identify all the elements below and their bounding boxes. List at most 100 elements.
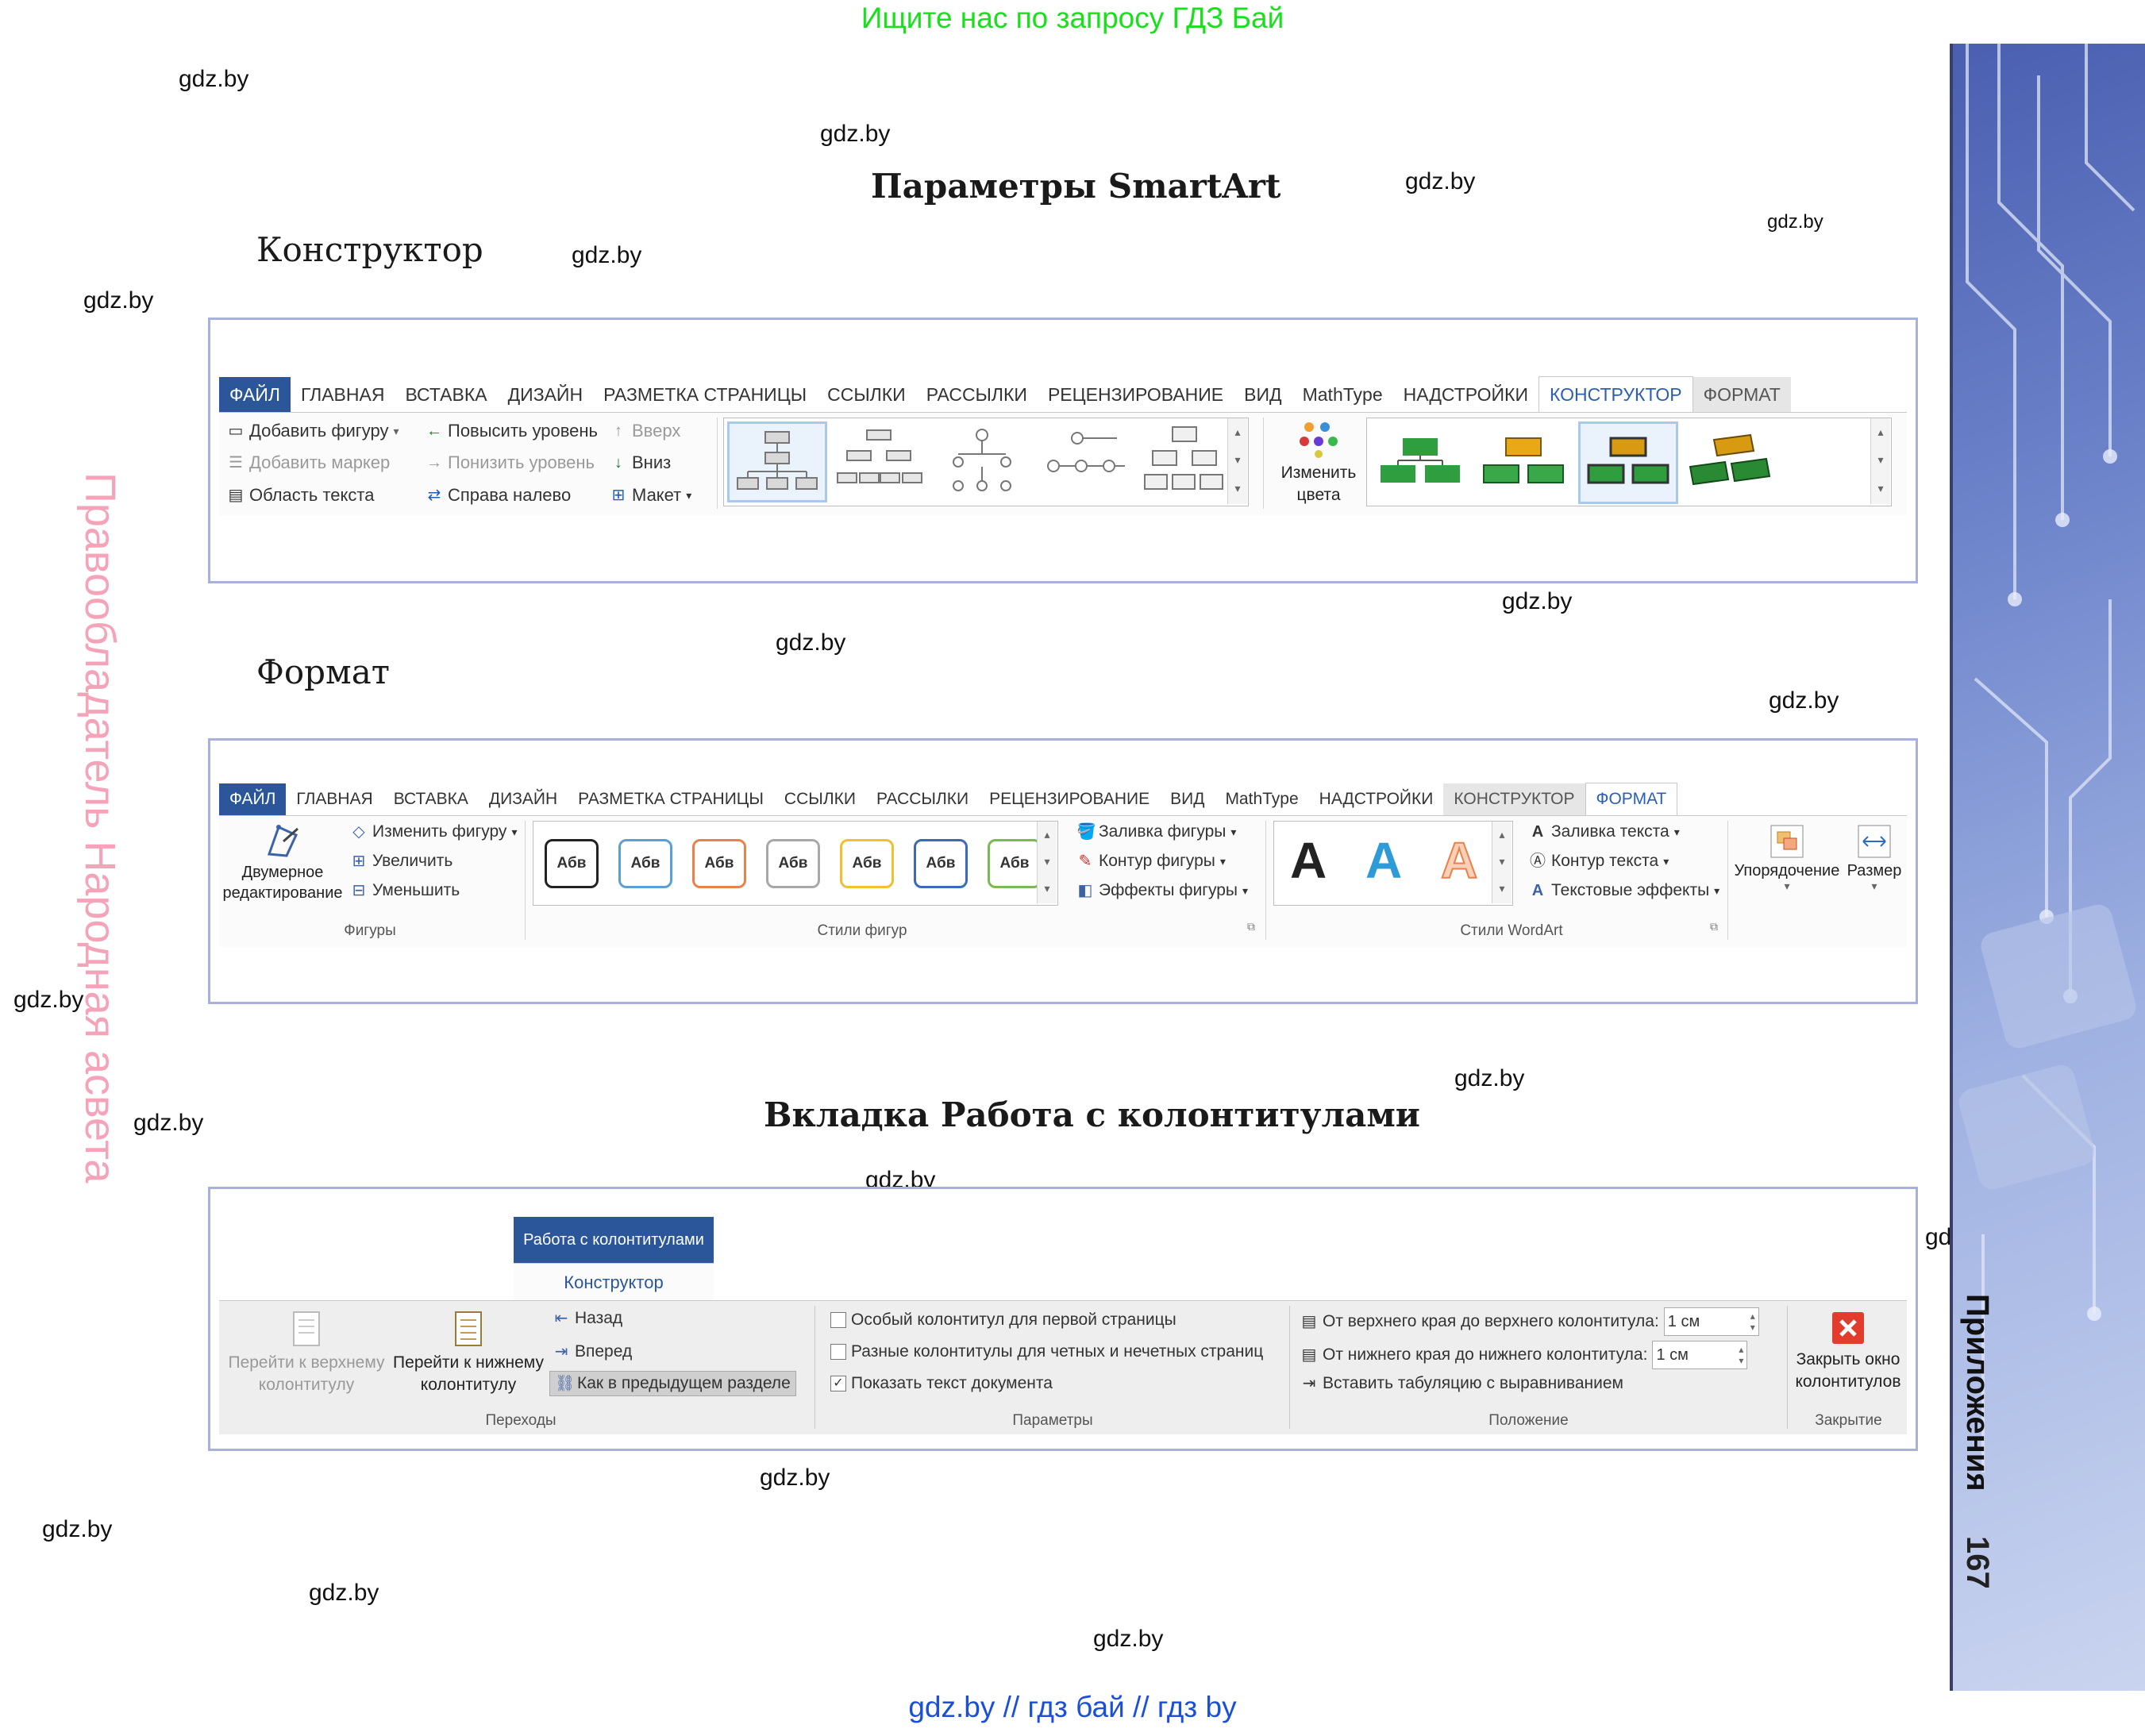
tab-addins[interactable]: НАДСТРОЙКИ [1403,384,1528,405]
size-button[interactable]: Размер ▾ [1847,824,1902,893]
scroll-down-icon[interactable]: ▾ [1234,454,1241,468]
footer-from-bottom-field[interactable]: ▤От нижнего края до нижнего колонтитула:… [1300,1341,1748,1369]
tab-design[interactable]: ДИЗАЙН [507,384,583,405]
scroll-up-icon[interactable]: ▴ [1877,425,1884,439]
shape-style-orange[interactable]: Абв [692,839,746,888]
shape-style-gold[interactable]: Абв [840,839,894,888]
layout-org-chart[interactable] [727,421,827,502]
scroll-up-icon[interactable]: ▴ [1234,425,1241,439]
footer-distance-spinner[interactable]: 1 см▴▾ [1652,1341,1748,1369]
tab-home[interactable]: ГЛАВНАЯ [296,790,373,808]
header-from-top-field[interactable]: ▤От верхнего края до верхнего колонтитул… [1300,1307,1759,1336]
tab-page-layout[interactable]: РАЗМЕТКА СТРАНИЦЫ [578,790,764,808]
gallery-scrollbar[interactable]: ▴ ▾ ▾ [1492,822,1512,903]
next-button[interactable]: ⇥Вперед [553,1342,633,1361]
layout-circle-hierarchy[interactable] [934,421,1030,499]
shape-style-dark-blue[interactable]: Абв [914,839,968,888]
tab-addins[interactable]: НАДСТРОЙКИ [1319,790,1434,808]
tab-view[interactable]: ВИД [1170,790,1205,808]
tab-insert[interactable]: ВСТАВКА [393,790,468,808]
dialog-launcher-icon[interactable]: ⧉ [1247,921,1255,933]
tab-file[interactable]: ФАЙЛ [219,377,291,412]
tab-references[interactable]: ССЫЛКИ [784,790,856,808]
tab-smartart-format[interactable]: ФОРМАТ [1585,783,1678,815]
dialog-launcher-icon[interactable]: ⧉ [1710,921,1718,933]
wordart-style-plain[interactable]: A [1290,832,1327,889]
wordart-style-outline[interactable]: A [1440,831,1478,890]
tab-review[interactable]: РЕЦЕНЗИРОВАНИЕ [989,790,1150,808]
tab-smartart-design[interactable]: КОНСТРУКТОР [1443,783,1585,815]
text-pane-button[interactable]: ▤Область текста [228,485,375,505]
change-shape-button[interactable]: ◇Изменить фигуру▾ [350,822,517,841]
shape-fill-button[interactable]: 🪣Заливка фигуры▾ [1076,822,1237,841]
shape-outline-button[interactable]: ✎Контур фигуры▾ [1076,852,1226,871]
change-colors-button[interactable]: Изменить цвета [1275,419,1362,506]
show-document-text-checkbox[interactable]: ✓Показать текст документа [830,1374,1053,1393]
different-first-page-checkbox[interactable]: Особый колонтитул для первой страницы [830,1311,1176,1330]
insert-alignment-tab-button[interactable]: ⇥Вставить табуляцию с выравниванием [1300,1374,1623,1393]
goto-footer-button[interactable]: Перейти к нижнему колонтитулу [389,1309,548,1396]
tab-view[interactable]: ВИД [1244,384,1282,405]
style-outline[interactable] [1475,423,1572,501]
spinner-arrows-icon[interactable]: ▴▾ [1739,1344,1744,1366]
shape-style-gray[interactable]: Абв [766,839,820,888]
tab-smartart-design[interactable]: КОНСТРУКТОР [1538,376,1693,412]
shape-style-blue[interactable]: Абв [618,839,672,888]
tab-mailings[interactable]: РАССЫЛКИ [926,384,1027,405]
style-flat[interactable] [1372,423,1469,501]
different-odd-even-checkbox[interactable]: Разные колонтитулы для четных и нечетных… [830,1342,1263,1361]
more-icon[interactable]: ▾ [1877,483,1884,496]
scroll-up-icon[interactable]: ▴ [1044,828,1050,841]
style-bevel[interactable] [1681,423,1778,501]
wordart-style-blue[interactable]: A [1365,832,1403,889]
scroll-down-icon[interactable]: ▾ [1044,855,1050,868]
tab-references[interactable]: ССЫЛКИ [827,384,906,405]
move-down-button[interactable]: ↓Вниз [610,452,671,473]
demote-button[interactable]: →Понизить уровень [426,452,595,472]
shape-style-dark[interactable]: Абв [545,839,599,888]
gallery-scrollbar[interactable]: ▴ ▾ ▾ [1870,418,1890,504]
goto-header-button[interactable]: Перейти к верхнему колонтитулу [227,1309,386,1396]
spinner-arrows-icon[interactable]: ▴▾ [1750,1311,1755,1333]
more-icon[interactable]: ▾ [1044,882,1050,895]
shape-effects-button[interactable]: ◧Эффекты фигуры▾ [1077,881,1249,899]
larger-button[interactable]: ⊞Увеличить [350,852,453,871]
close-header-footer-button[interactable]: Закрыть окно колонтитулов [1793,1311,1904,1393]
scroll-down-icon[interactable]: ▾ [1499,855,1505,868]
add-bullet-button[interactable]: ☰Добавить маркер [227,452,390,473]
gallery-scrollbar[interactable]: ▴ ▾ ▾ [1037,822,1057,903]
more-icon[interactable]: ▾ [1499,882,1505,895]
link-to-previous-button[interactable]: ⛓Как в предыдущем разделе [549,1371,796,1396]
tab-design[interactable]: ДИЗАЙН [488,790,558,808]
tab-mailings[interactable]: РАССЫЛКИ [876,790,969,808]
layout-horizontal-hierarchy[interactable] [1037,421,1134,499]
smaller-button[interactable]: ⊟Уменьшить [350,881,460,900]
more-icon[interactable]: ▾ [1234,483,1241,496]
gallery-scrollbar[interactable]: ▴ ▾ ▾ [1227,418,1247,504]
layout-hierarchy[interactable] [830,421,927,499]
tab-header-footer-design[interactable]: Конструктор [514,1263,714,1302]
tab-review[interactable]: РЕЦЕНЗИРОВАНИЕ [1047,384,1224,405]
tab-insert[interactable]: ВСТАВКА [405,384,487,405]
previous-button[interactable]: ⇤Назад [553,1309,623,1328]
edit-2d-button[interactable]: Двумерное редактирование [219,822,346,903]
tab-file[interactable]: ФАЙЛ [219,783,287,815]
tab-page-layout[interactable]: РАЗМЕТКА СТРАНИЦЫ [603,384,807,405]
tab-smartart-format[interactable]: ФОРМАТ [1693,377,1791,412]
scroll-down-icon[interactable]: ▾ [1877,454,1884,468]
layout-button[interactable]: ⊞Макет▾ [610,485,692,506]
tab-home[interactable]: ГЛАВНАЯ [300,384,385,405]
tab-mathtype[interactable]: MathType [1302,384,1383,405]
layout-labeled-hierarchy[interactable] [1140,421,1229,499]
shape-style-green[interactable]: Абв [988,839,1042,888]
style-3d-selected[interactable] [1578,421,1678,504]
tab-mathtype[interactable]: MathType [1225,790,1299,808]
header-distance-spinner[interactable]: 1 см▴▾ [1663,1307,1759,1336]
arrange-button[interactable]: Упорядочение ▾ [1731,824,1843,893]
promote-button[interactable]: ←Повысить уровень [426,421,598,441]
move-up-button[interactable]: ↑Вверх [610,421,680,441]
right-to-left-button[interactable]: ⇄Справа налево [426,485,572,506]
